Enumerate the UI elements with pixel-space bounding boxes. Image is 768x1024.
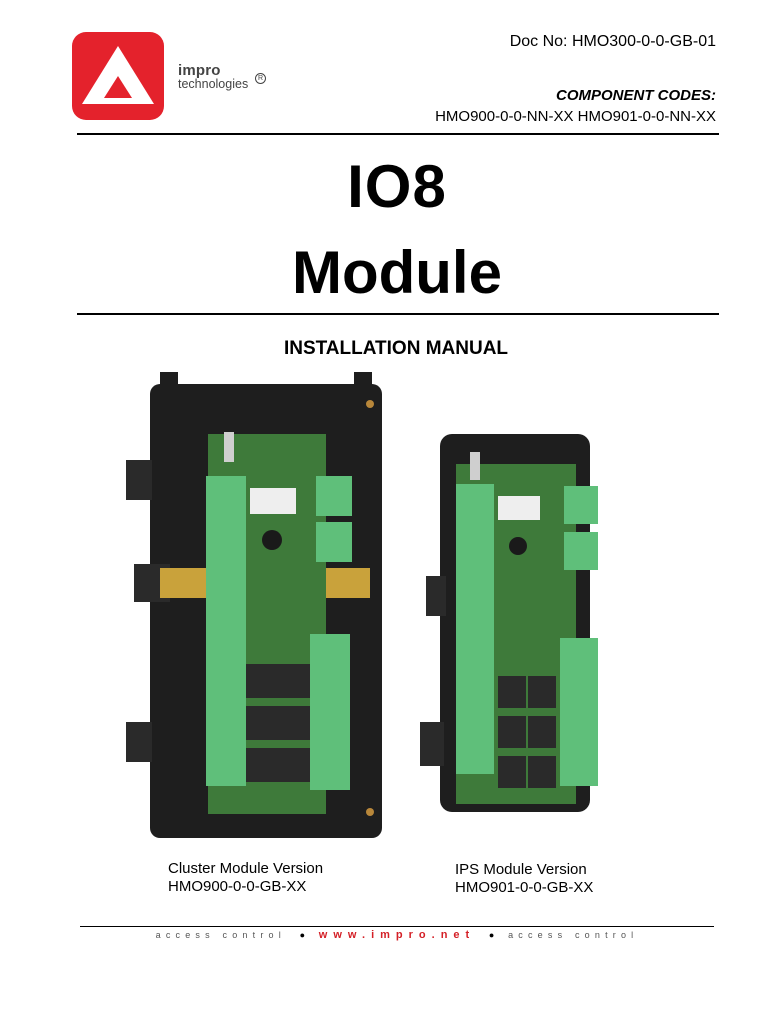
brand-wordmark: impro technologies	[178, 63, 248, 91]
caption-ips-line1: IPS Module Version	[455, 861, 587, 878]
title-divider	[77, 313, 719, 315]
component-codes-values: HMO900-0-0-NN-XX HMO901-0-0-NN-XX	[435, 108, 716, 125]
impro-logo-badge	[72, 32, 164, 120]
caption-cluster-line2: HMO900-0-0-GB-XX	[168, 878, 307, 895]
cluster-module-image	[126, 372, 382, 838]
registered-mark: R	[255, 73, 266, 84]
caption-cluster-module: Cluster Module Version HMO900-0-0-GB-XX	[168, 860, 323, 896]
footer-tagline: access control ● www.impro.net ● access …	[80, 929, 714, 941]
brand-sub: technologies	[178, 77, 249, 91]
component-codes-label: COMPONENT CODES:	[555, 87, 716, 104]
product-photo	[126, 372, 598, 838]
footer-divider	[80, 926, 714, 927]
bullet-icon: ●	[488, 930, 495, 940]
brand-name: impro	[178, 62, 221, 79]
caption-cluster-line1: Cluster Module Version	[168, 860, 324, 877]
website-link[interactable]: www.impro.net	[318, 929, 476, 941]
manual-subtitle: INSTALLATION MANUAL	[283, 338, 509, 359]
title-line-1: IO8	[347, 153, 447, 220]
doc-number: Doc No: HMO300-0-0-GB-01	[509, 33, 716, 50]
caption-ips-line2: HMO901-0-0-GB-XX	[455, 879, 594, 896]
title-line-2: Module	[292, 239, 502, 306]
footer-left-text: access control	[155, 930, 286, 940]
header-divider	[77, 133, 719, 135]
footer-right-text: access control	[508, 930, 639, 940]
ips-module-image	[420, 434, 598, 812]
caption-ips-module: IPS Module Version HMO901-0-0-GB-XX	[455, 861, 593, 897]
bullet-icon: ●	[299, 930, 306, 940]
triangle-logo-icon	[82, 46, 154, 104]
